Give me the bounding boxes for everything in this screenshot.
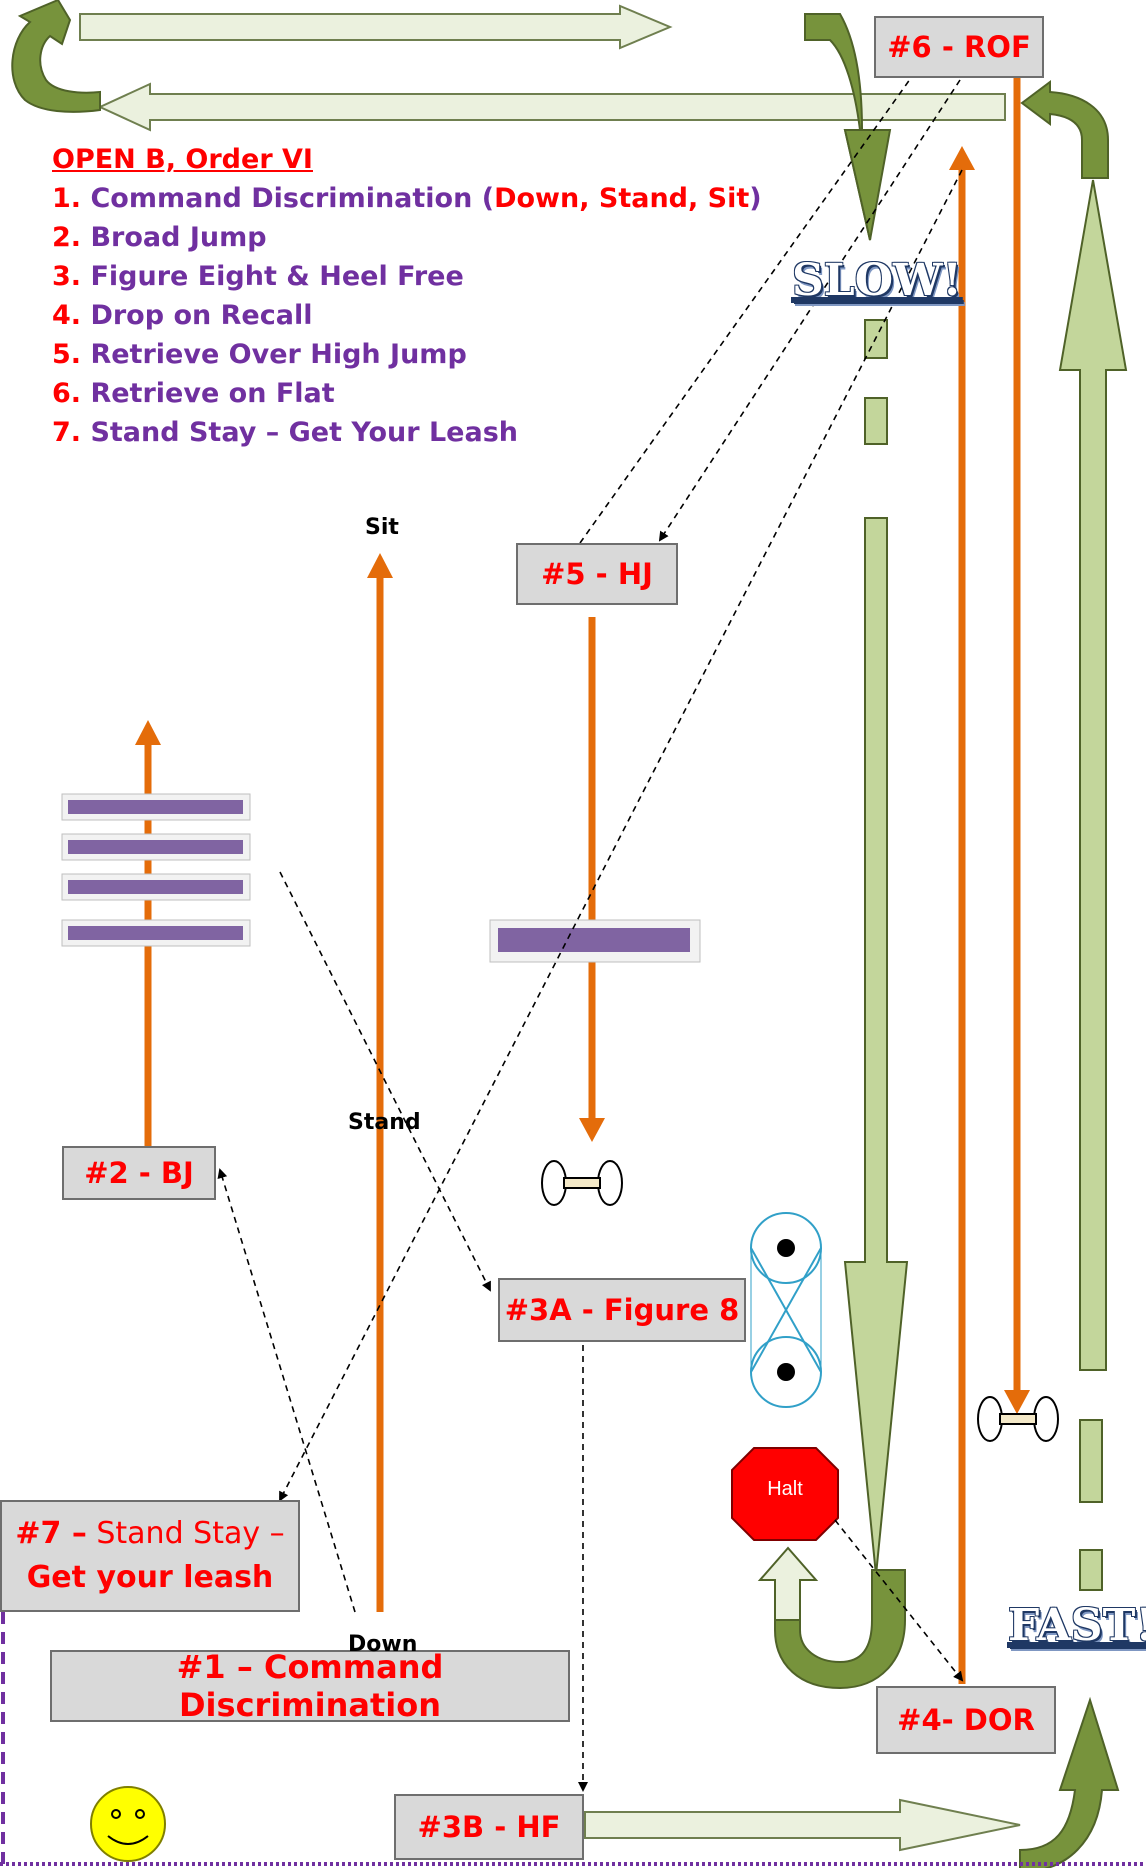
fast-sign: FAST! — [1008, 1600, 1146, 1651]
middle-down-arrow — [843, 517, 909, 1576]
dumbbell-icon — [541, 1160, 623, 1206]
bottom-uturn-arrow — [774, 1569, 906, 1690]
legend-item: 6. Retrieve on Flat — [52, 378, 335, 409]
halt-sign-label: Halt — [767, 1478, 803, 1500]
orange-arrowhead-bj — [135, 720, 161, 745]
orange-arrowhead-dor — [949, 146, 975, 170]
station-1-command-discrimination: #1 – Command Discrimination — [50, 1648, 570, 1724]
station-7-stand-stay: #7 – Stand Stay – Get your leash — [0, 1500, 300, 1612]
label-stand: Stand — [348, 1110, 421, 1135]
label-down: Down — [348, 1632, 418, 1657]
legend-item: 7. Stand Stay – Get Your Leash — [52, 417, 518, 448]
legend-item: 4. Drop on Recall — [52, 300, 313, 331]
orange-arrowhead-rof — [1004, 1390, 1030, 1414]
station-3b-hf: #3B - HF — [394, 1794, 584, 1860]
right-dash-2 — [1079, 1549, 1103, 1591]
legend-title: OPEN B, Order VI — [52, 144, 313, 175]
bottom-arrow-right — [584, 1798, 1021, 1852]
legend-item: 2. Broad Jump — [52, 222, 267, 253]
right-dash-1 — [1079, 1419, 1103, 1503]
slow-sign: SLOW! — [792, 255, 962, 306]
station-6-rof: #6 - ROF — [874, 16, 1044, 78]
station-3a-figure-8: #3A - Figure 8 — [498, 1278, 746, 1342]
left-uturn-arrow — [11, 0, 101, 113]
figure-eight-icon — [750, 1212, 822, 1408]
orange-arrowhead-sit — [367, 553, 393, 578]
middle-dash-2 — [864, 397, 888, 445]
orange-arrowhead-hj — [579, 1118, 605, 1142]
station-5-hj: #5 - HJ — [516, 543, 678, 605]
handler-smiley-icon — [90, 1786, 166, 1862]
broad-jump-boards — [61, 793, 251, 947]
station-2-bj: #2 - BJ — [62, 1146, 216, 1200]
dumbbell-icon — [977, 1396, 1059, 1442]
station-4-dor: #4- DOR — [876, 1686, 1056, 1754]
halt-sign — [731, 1447, 839, 1541]
high-jump — [489, 919, 701, 963]
label-sit: Sit — [365, 515, 399, 540]
dashed-path — [217, 66, 964, 1792]
right-curve-arrow — [1020, 80, 1109, 179]
fast-curve-arrow — [1019, 1696, 1120, 1868]
order-legend: OPEN B, Order VI 1. Command Discriminati… — [52, 140, 762, 452]
legend-item: 5. Retrieve Over High Jump — [52, 339, 467, 370]
top-arrow-left — [97, 82, 1006, 132]
legend-item: 3. Figure Eight & Heel Free — [52, 261, 464, 292]
right-up-arrow — [1058, 179, 1128, 1371]
legend-item: 1. Command Discrimination (Down, Stand, … — [52, 183, 762, 214]
top-arrow-right — [79, 4, 673, 50]
halt-up-arrow — [757, 1546, 819, 1621]
